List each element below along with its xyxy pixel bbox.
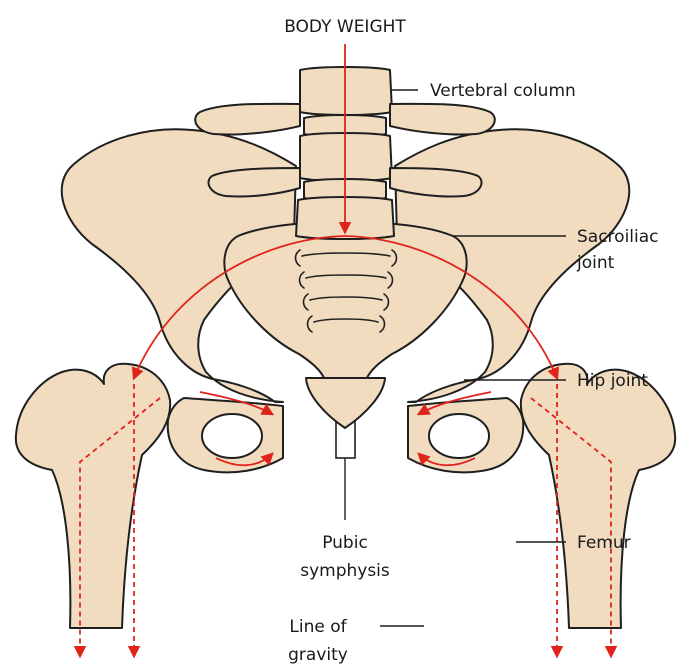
pubic-symphysis-label-line1: Pubic [322, 533, 368, 553]
left-obturator-foramen [202, 414, 262, 458]
sacroiliac-label-line1: Sacroiliac [577, 227, 659, 247]
body-weight-label: BODY WEIGHT [284, 17, 406, 37]
right-femur [521, 364, 675, 628]
femur-label: Femur [577, 533, 631, 553]
vertebral-column-label: Vertebral column [430, 81, 576, 101]
sacrum [224, 222, 466, 380]
coccyx [306, 378, 385, 428]
sacroiliac-label-line2: joint [576, 253, 615, 273]
left-femur [16, 364, 170, 628]
right-obturator-foramen [429, 414, 489, 458]
line-of-gravity-label-line1: Line of [289, 617, 347, 637]
line-of-gravity-label-line2: gravity [288, 645, 348, 665]
pubic-symphysis-label-line2: symphysis [300, 561, 390, 581]
hip-joint-label: Hip joint [577, 371, 648, 391]
